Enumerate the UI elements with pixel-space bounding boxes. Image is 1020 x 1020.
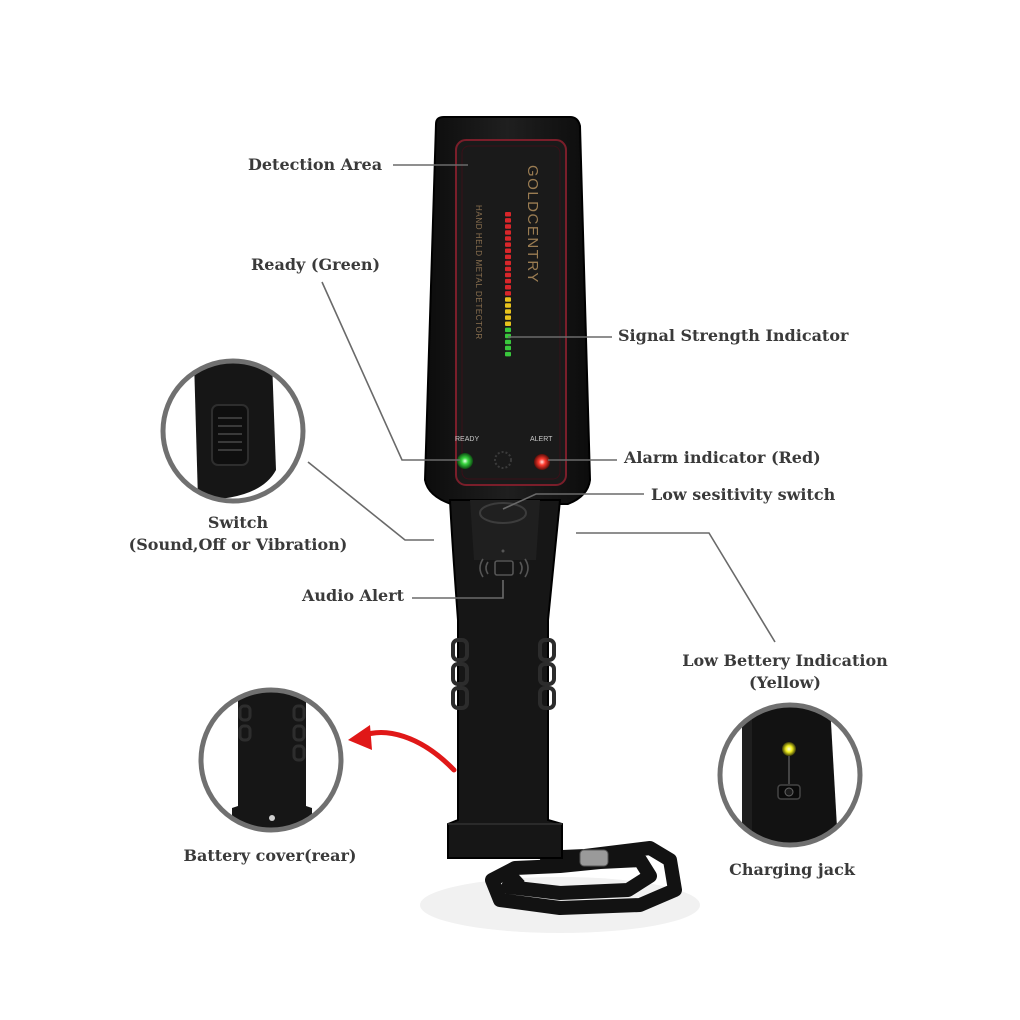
label-switch-title: Switch bbox=[207, 513, 269, 532]
signal-strength-bar bbox=[505, 212, 511, 357]
signal-led-segment bbox=[505, 272, 511, 278]
label-audio-alert: Audio Alert bbox=[302, 586, 405, 605]
red-curved-arrow bbox=[348, 725, 457, 773]
brand-text: GOLDCENTRY bbox=[524, 165, 541, 284]
signal-led-segment bbox=[505, 248, 511, 253]
label-charging-jack: Charging jack bbox=[729, 860, 855, 879]
alert-text: ALERT bbox=[530, 436, 553, 443]
signal-led-segment bbox=[505, 230, 511, 235]
signal-led-segment bbox=[505, 218, 511, 223]
ready-led bbox=[457, 453, 473, 469]
charging-jack-inset bbox=[717, 702, 863, 848]
signal-led-segment bbox=[505, 242, 511, 247]
label-low-battery-color: (Yellow) bbox=[749, 673, 821, 692]
battery-led bbox=[782, 742, 796, 756]
signal-led-segment bbox=[505, 260, 511, 266]
signal-led-segment bbox=[505, 303, 511, 308]
signal-led-segment bbox=[505, 321, 511, 326]
model-text: HAND HELD METAL DETECTOR bbox=[474, 205, 483, 340]
signal-led-segment bbox=[505, 236, 511, 241]
label-low-sensitivity: Low sesitivity switch bbox=[651, 485, 836, 504]
label-low-battery: Low Bettery Indication bbox=[682, 651, 888, 670]
vibration-icon bbox=[479, 558, 529, 578]
battery-cover-inset bbox=[198, 687, 344, 833]
label-switch-modes: (Sound,Off or Vibration) bbox=[128, 535, 348, 554]
signal-led-segment bbox=[505, 315, 511, 320]
signal-led-segment bbox=[505, 297, 511, 302]
label-alarm-indicator: Alarm indicator (Red) bbox=[624, 448, 821, 467]
signal-led-segment bbox=[505, 278, 511, 284]
label-ready-green: Ready (Green) bbox=[251, 255, 381, 274]
sensitivity-switch-button bbox=[479, 502, 527, 524]
charging-port-icon bbox=[784, 787, 794, 797]
signal-led-segment bbox=[505, 309, 511, 314]
label-signal-strength: Signal Strength Indicator bbox=[618, 326, 849, 345]
signal-led-segment bbox=[505, 345, 511, 351]
signal-led-segment bbox=[505, 254, 511, 260]
label-detection-area: Detection Area bbox=[248, 155, 383, 174]
signal-led-segment bbox=[505, 224, 511, 229]
signal-led-segment bbox=[505, 212, 511, 217]
callout-lines bbox=[307, 164, 776, 643]
alert-led bbox=[534, 454, 550, 470]
wrist-strap bbox=[485, 841, 682, 915]
label-battery-cover: Battery cover(rear) bbox=[183, 846, 357, 865]
signal-led-segment bbox=[505, 327, 511, 333]
signal-led-segment bbox=[505, 339, 511, 345]
signal-led-segment bbox=[505, 266, 511, 272]
signal-led-segment bbox=[505, 291, 511, 296]
signal-led-segment bbox=[505, 285, 511, 290]
switch-inset bbox=[160, 358, 306, 504]
ready-text: READY bbox=[455, 436, 479, 443]
signal-led-segment bbox=[505, 351, 511, 357]
speaker-grille-icon bbox=[494, 451, 512, 469]
